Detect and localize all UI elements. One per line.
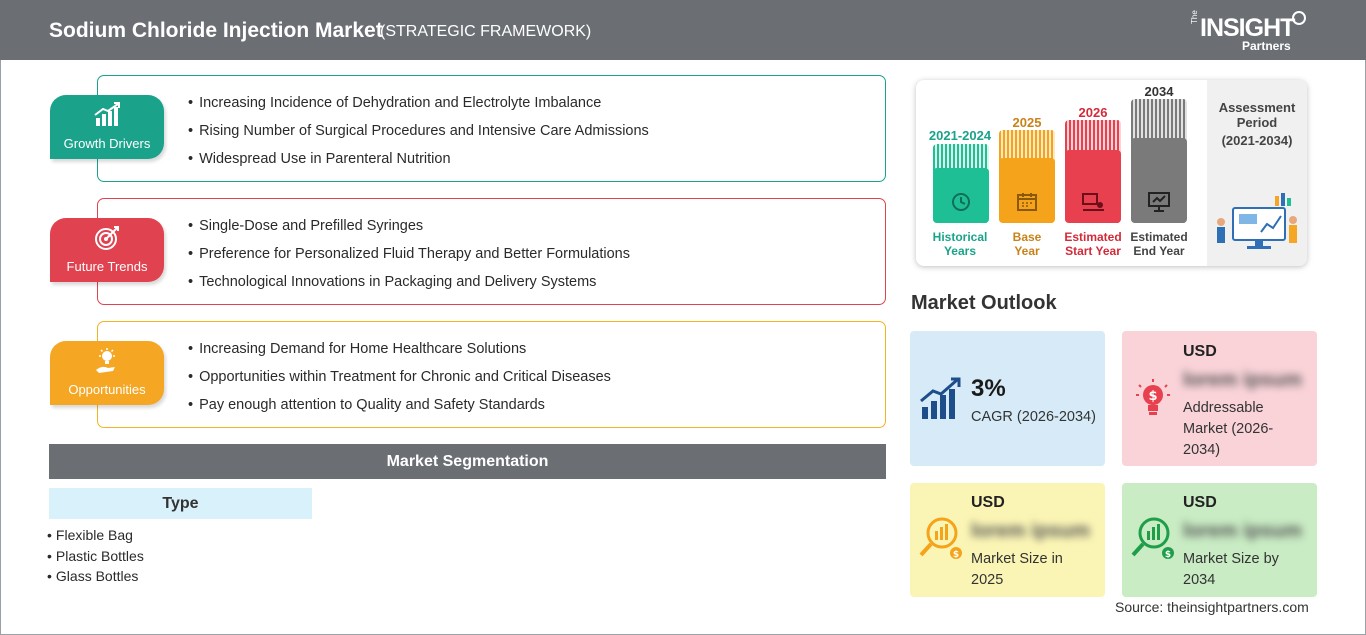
list-item: Widespread Use in Parenteral Nutrition bbox=[188, 149, 649, 177]
insight-partners-logo[interactable]: The INSIGHT Partners bbox=[1190, 8, 1310, 54]
market-size-2025-card: USD lorem ipsum $ Market Size in 2025 bbox=[910, 483, 1105, 597]
list-item: Preference for Personalized Fluid Therap… bbox=[188, 244, 630, 272]
growth-drivers-list: Increasing Incidence of Dehydration and … bbox=[188, 93, 649, 177]
logo-partners: Partners bbox=[1242, 39, 1291, 53]
cagr-value: 3% bbox=[971, 375, 1006, 402]
addressable-label: Addressable Market (2026- 2034) bbox=[1183, 398, 1273, 461]
opportunities-badge: Opportunities bbox=[50, 341, 164, 405]
logo-the: The bbox=[1190, 10, 1199, 24]
list-item: Plastic Bottles bbox=[47, 547, 144, 568]
opportunities-list: Increasing Demand for Home Healthcare So… bbox=[188, 339, 611, 423]
lightbulb-hand-icon bbox=[96, 348, 115, 373]
historical-caption-line2: Years bbox=[943, 244, 977, 258]
base-caption: Base Year bbox=[994, 230, 1060, 258]
addressable-label-line3: 2034) bbox=[1183, 442, 1221, 458]
future-trends-box: Single-Dose and Prefilled Syringes Prefe… bbox=[97, 198, 886, 305]
presentation-board-icon bbox=[1082, 193, 1104, 211]
size-2034-label-line1: Market Size by bbox=[1183, 551, 1279, 567]
end-caption-line1: Estimated bbox=[1130, 230, 1188, 244]
addressable-label-line1: Addressable bbox=[1183, 400, 1264, 416]
list-item: Increasing Demand for Home Healthcare So… bbox=[188, 339, 611, 367]
market-outlook-title: Market Outlook bbox=[911, 292, 1057, 314]
page-subtitle: (STRATEGIC FRAMEWORK) bbox=[380, 23, 592, 40]
list-item: Pay enough attention to Quality and Safe… bbox=[188, 395, 611, 423]
end-caption: Estimated End Year bbox=[1123, 230, 1195, 258]
size-2025-label: Market Size in 2025 bbox=[971, 549, 1063, 591]
list-item: Glass Bottles bbox=[47, 567, 144, 588]
assessment-line1: Assessment bbox=[1218, 100, 1296, 115]
source-text: Source: theinsightpartners.com bbox=[1115, 599, 1309, 615]
logo-insight: INSIGHT bbox=[1200, 14, 1295, 42]
future-trends-label: Future Trends bbox=[66, 259, 148, 274]
addressable-market-card: USD lorem ipsum $ Addressable Market (20… bbox=[1122, 331, 1317, 466]
end-year: 2034 bbox=[1144, 84, 1174, 99]
analytics-people-illustration-icon bbox=[1217, 193, 1297, 249]
logo-ring-icon bbox=[1292, 11, 1306, 25]
svg-text:$: $ bbox=[1148, 389, 1157, 404]
end-caption-line2: End Year bbox=[1133, 244, 1185, 258]
base-caption-line2: Year bbox=[1014, 244, 1040, 258]
historical-caption: Historical Years bbox=[924, 230, 996, 258]
target-icon bbox=[95, 226, 119, 250]
list-item: Flexible Bag bbox=[47, 526, 144, 547]
bar-chart-growth-icon bbox=[94, 102, 120, 126]
svg-text:$: $ bbox=[953, 550, 959, 560]
header-bar: Sodium Chloride Injection Market (STRATE… bbox=[0, 0, 1366, 60]
assessment-line2: Period bbox=[1236, 115, 1278, 130]
future-trends-badge: Future Trends bbox=[50, 218, 164, 282]
size-2034-label-line2: 2034 bbox=[1183, 572, 1216, 588]
type-tab[interactable]: Type bbox=[49, 488, 312, 519]
base-caption-line1: Base bbox=[1012, 230, 1042, 244]
addressable-value: lorem ipsum bbox=[1183, 369, 1302, 391]
list-item: Increasing Incidence of Dehydration and … bbox=[188, 93, 649, 121]
growth-drivers-label: Growth Drivers bbox=[63, 136, 151, 151]
history-clock-icon bbox=[952, 193, 970, 211]
list-item: Technological Innovations in Packaging a… bbox=[188, 272, 630, 300]
assessment-title: Assessment Period bbox=[1207, 100, 1307, 130]
growth-chart-icon bbox=[920, 377, 961, 419]
type-list: Flexible Bag Plastic Bottles Glass Bottl… bbox=[47, 526, 144, 588]
start-caption-line2: Start Year bbox=[1065, 244, 1121, 258]
base-column bbox=[999, 158, 1055, 223]
addressable-currency: USD bbox=[1183, 343, 1217, 360]
cagr-label: CAGR (2026-2034) bbox=[971, 409, 1096, 425]
size-2025-label-line2: 2025 bbox=[971, 572, 1004, 588]
lightbulb-dollar-icon: $ bbox=[1136, 379, 1170, 415]
addressable-label-line2: Market (2026- bbox=[1183, 421, 1274, 437]
monitor-chart-icon bbox=[1148, 192, 1170, 212]
opportunities-label: Opportunities bbox=[68, 382, 146, 397]
opportunities-box: Increasing Demand for Home Healthcare So… bbox=[97, 321, 886, 428]
size-2025-value: lorem ipsum bbox=[971, 520, 1090, 542]
size-2025-label-line1: Market Size in bbox=[971, 551, 1063, 567]
size-2034-value: lorem ipsum bbox=[1183, 520, 1302, 542]
growth-drivers-box: Increasing Incidence of Dehydration and … bbox=[97, 75, 886, 182]
list-item: Opportunities within Treatment for Chron… bbox=[188, 367, 611, 395]
list-item: Single-Dose and Prefilled Syringes bbox=[188, 216, 630, 244]
future-trends-list: Single-Dose and Prefilled Syringes Prefe… bbox=[188, 216, 630, 300]
magnifier-chart-icon: $ bbox=[1131, 517, 1174, 560]
historical-year: 2021-2024 bbox=[928, 128, 992, 143]
growth-drivers-badge: Growth Drivers bbox=[50, 95, 164, 159]
assessment-period-panel: Assessment Period (2021-2034) bbox=[1207, 80, 1307, 266]
historical-column bbox=[933, 168, 989, 223]
page-title: Sodium Chloride Injection Market bbox=[49, 19, 383, 42]
start-caption-line1: Estimated bbox=[1064, 230, 1122, 244]
magnifier-dollar-icon: $ bbox=[919, 517, 962, 560]
market-segmentation-header: Market Segmentation bbox=[49, 444, 886, 479]
base-year: 2025 bbox=[1012, 115, 1042, 130]
assessment-range: (2021-2034) bbox=[1221, 133, 1293, 148]
size-2025-currency: USD bbox=[971, 494, 1005, 511]
size-2034-currency: USD bbox=[1183, 494, 1217, 511]
calendar-icon bbox=[1017, 193, 1037, 211]
start-caption: Estimated Start Year bbox=[1057, 230, 1129, 258]
size-2034-label: Market Size by 2034 bbox=[1183, 549, 1279, 591]
market-size-2034-card: USD lorem ipsum $ Market Size by 2034 bbox=[1122, 483, 1317, 597]
list-item: Rising Number of Surgical Procedures and… bbox=[188, 121, 649, 149]
historical-caption-line1: Historical bbox=[932, 230, 988, 244]
svg-text:$: $ bbox=[1165, 550, 1171, 560]
cagr-card: 3% CAGR (2026-2034) bbox=[910, 331, 1105, 466]
start-year: 2026 bbox=[1078, 105, 1108, 120]
